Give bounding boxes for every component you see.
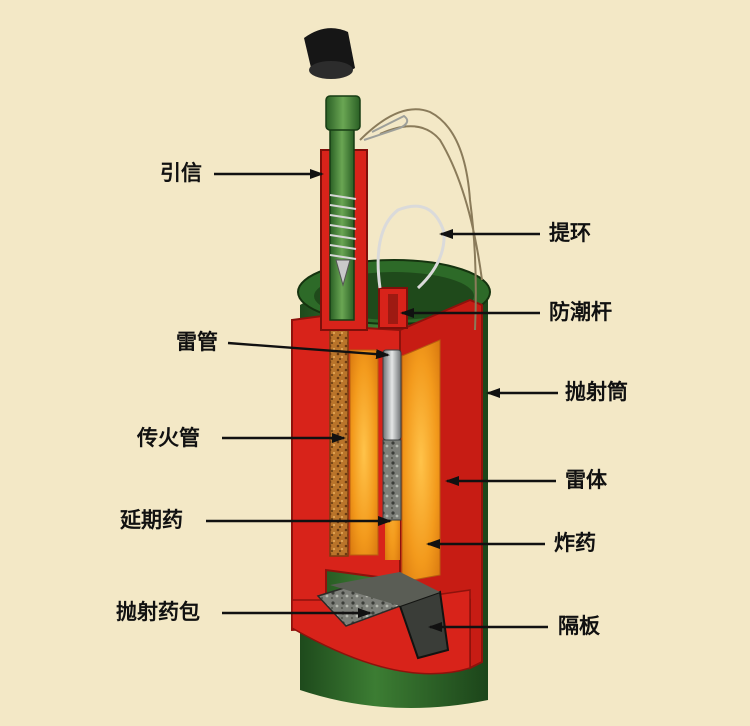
delay-charge (382, 439, 402, 521)
label-flash-tube: 传火管 (137, 426, 200, 450)
label-launch-tube: 抛射筒 (565, 380, 628, 404)
partition-plate (398, 590, 450, 660)
fuze-spring (329, 194, 357, 260)
label-detonator: 雷管 (176, 330, 218, 354)
label-moisture-rod: 防潮杆 (549, 300, 612, 324)
safety-cap (304, 28, 355, 79)
arrow-detonator (227, 341, 390, 360)
label-mine-body: 雷体 (565, 468, 607, 492)
label-partition: 隔板 (558, 614, 600, 638)
pull-ring-wire (376, 204, 446, 290)
label-delay-charge: 延期药 (120, 508, 183, 532)
label-propellant-bag: 抛射药包 (116, 600, 200, 624)
label-fuze: 引信 (160, 161, 202, 185)
label-explosive: 炸药 (554, 531, 596, 555)
label-pull-ring: 提环 (549, 221, 591, 245)
